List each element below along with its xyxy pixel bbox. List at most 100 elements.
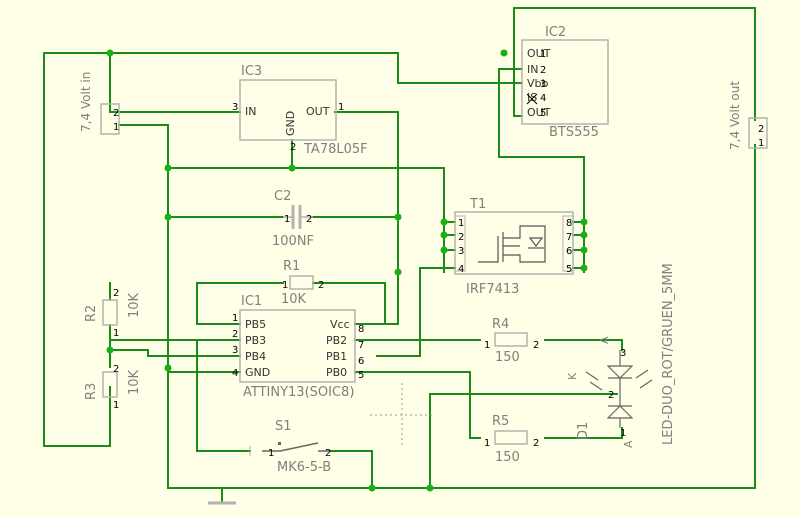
resistor-r1[interactable]: R1 1 2 10K xyxy=(281,259,324,307)
junction xyxy=(580,231,588,239)
d1-value: LED-DUO_ROT/GRUEN_5MM xyxy=(661,263,676,445)
ic3-regulator[interactable]: IC3 IN OUT GND 3 1 2 TA78L05F xyxy=(232,64,368,157)
wire-ic2-out-to-output xyxy=(513,7,756,121)
ic2-pin-1: 1 xyxy=(540,49,546,60)
ic3-out-pin: 1 xyxy=(338,102,344,113)
ic1-pin-4: 4 xyxy=(232,368,238,379)
resistor-r2[interactable]: R2 10K 2 1 xyxy=(84,288,142,339)
ic1-pin-3: 3 xyxy=(232,345,238,356)
r4-pin-1: 1 xyxy=(484,340,490,351)
ic1-pb0-label: PB0 xyxy=(326,366,347,379)
r2-pin-1: 1 xyxy=(113,328,119,339)
capacitor-c2[interactable]: C2 1 2 100NF xyxy=(272,189,314,249)
d1-cathode-label: K xyxy=(566,372,579,380)
s1-pin-1: 1 xyxy=(268,448,274,459)
t1-pin-3: 3 xyxy=(458,246,464,257)
ic1-pin-5: 5 xyxy=(358,370,364,381)
junction xyxy=(288,164,296,172)
ic2-bts555[interactable]: IC2 OUT IN Vbb IS OUT 1 2 3 4 5 BTS555 xyxy=(521,25,609,140)
junctions xyxy=(106,49,588,492)
wire-r1-right xyxy=(312,282,386,325)
wire-s1-right xyxy=(329,450,373,489)
led-diode-top xyxy=(606,365,634,379)
input-pin-2: 2 xyxy=(113,108,119,119)
wire-5v-rail xyxy=(334,111,399,325)
wire-r5-to-led xyxy=(544,427,623,439)
input-connector-label: 7,4 Volt in xyxy=(79,72,93,132)
wire-ic2-in-to-t1 xyxy=(498,68,585,273)
mosfet-t1[interactable]: T1 1 2 3 4 8 7 6 5 IRF7413 xyxy=(454,197,574,297)
d1-pin-3: 3 xyxy=(620,348,626,359)
ic1-attiny13[interactable]: IC1 PB5 PB3 PB4 GND Vcc PB2 PB1 PB0 1 2 … xyxy=(232,294,364,400)
c2-pin-1: 1 xyxy=(284,214,290,225)
wire-r1-left xyxy=(196,282,284,325)
r3-value: 10K xyxy=(127,369,142,395)
origin-crosshair xyxy=(370,383,435,448)
ic2-pin-name-1: OUT xyxy=(527,47,551,60)
r2-name: R2 xyxy=(84,305,99,322)
s1-pin-2: 2 xyxy=(325,448,331,459)
ic1-pb4-label: PB4 xyxy=(245,350,266,363)
wire-t1-drain-pins xyxy=(572,221,585,269)
wire-ic2-out2 xyxy=(513,52,523,117)
output-connector[interactable]: 2 1 7,4 Volt out xyxy=(728,81,768,150)
ic3-in-label: IN xyxy=(245,105,256,118)
ic1-pb5-label: PB5 xyxy=(245,318,266,331)
output-pin-2: 2 xyxy=(758,124,764,135)
input-connector[interactable]: 2 1 7,4 Volt in xyxy=(79,72,120,135)
ic1-pin-6: 6 xyxy=(358,356,364,367)
r3-pin-2: 2 xyxy=(113,364,119,375)
t1-pin-2: 2 xyxy=(458,232,464,243)
r5-value: 150 xyxy=(495,450,520,465)
ic3-out-label: OUT xyxy=(306,105,330,118)
d1-name: D1 xyxy=(576,422,591,440)
ground-symbol xyxy=(208,488,236,505)
r5-pin-2: 2 xyxy=(533,438,539,449)
c2-name: C2 xyxy=(274,189,291,204)
junction xyxy=(440,246,448,254)
r3-pin-1: 1 xyxy=(113,400,119,411)
junction xyxy=(106,346,114,354)
wires xyxy=(43,7,756,489)
ic2-pin-name-5: OUT xyxy=(527,106,551,119)
resistor-r4[interactable]: R4 1 2 150 xyxy=(484,317,539,365)
ic2-value: BTS555 xyxy=(549,125,599,140)
r2-value: 10K xyxy=(127,292,142,318)
r4-pin-2: 2 xyxy=(533,340,539,351)
ic2-pin-name-4: IS xyxy=(527,91,537,104)
ic1-pin-8: 8 xyxy=(358,324,364,335)
junction xyxy=(106,49,114,57)
ic1-pin-1: 1 xyxy=(232,313,238,324)
ic2-pin-name-3: Vbb xyxy=(527,77,549,90)
resistor-r5[interactable]: R5 1 2 150 xyxy=(484,414,539,465)
r2-pin-2: 2 xyxy=(113,288,119,299)
junction xyxy=(580,246,588,254)
led-d1[interactable]: A K A 3 2 1 D1 LED-DUO_ROT/GRUEN_5MM xyxy=(566,263,676,448)
ic3-in-pin: 3 xyxy=(232,102,238,113)
r5-pin-1: 1 xyxy=(484,438,490,449)
ic2-no-connect-mark xyxy=(526,93,538,105)
junction xyxy=(440,231,448,239)
r5-name: R5 xyxy=(492,414,509,429)
resistor-r3[interactable]: R3 10K 2 1 xyxy=(84,364,142,411)
ic2-pin-3: 3 xyxy=(540,79,546,90)
r3-name: R3 xyxy=(84,383,99,400)
ic2-pin-2: 2 xyxy=(540,65,546,76)
switch-s1[interactable]: S1 1 2 MK6-5-B xyxy=(249,419,331,475)
d1-pin-1: 1 xyxy=(620,428,626,439)
t1-pin-8: 8 xyxy=(566,218,572,229)
output-pin-1: 1 xyxy=(758,138,764,149)
r1-pin-2: 2 xyxy=(318,280,324,291)
ic1-value: ATTINY13(SOIC8) xyxy=(243,385,354,400)
junction xyxy=(580,218,588,226)
ic1-pb2-label: PB2 xyxy=(326,334,347,347)
t1-value: IRF7413 xyxy=(466,282,519,297)
ic1-name: IC1 xyxy=(241,294,262,309)
ic2-name: IC2 xyxy=(545,25,566,40)
wire-ic1-pb4 xyxy=(109,349,241,357)
ic1-pb1-label: PB1 xyxy=(326,350,347,363)
t1-pin-1: 1 xyxy=(458,218,464,229)
d1-pin-2: 2 xyxy=(608,390,614,401)
